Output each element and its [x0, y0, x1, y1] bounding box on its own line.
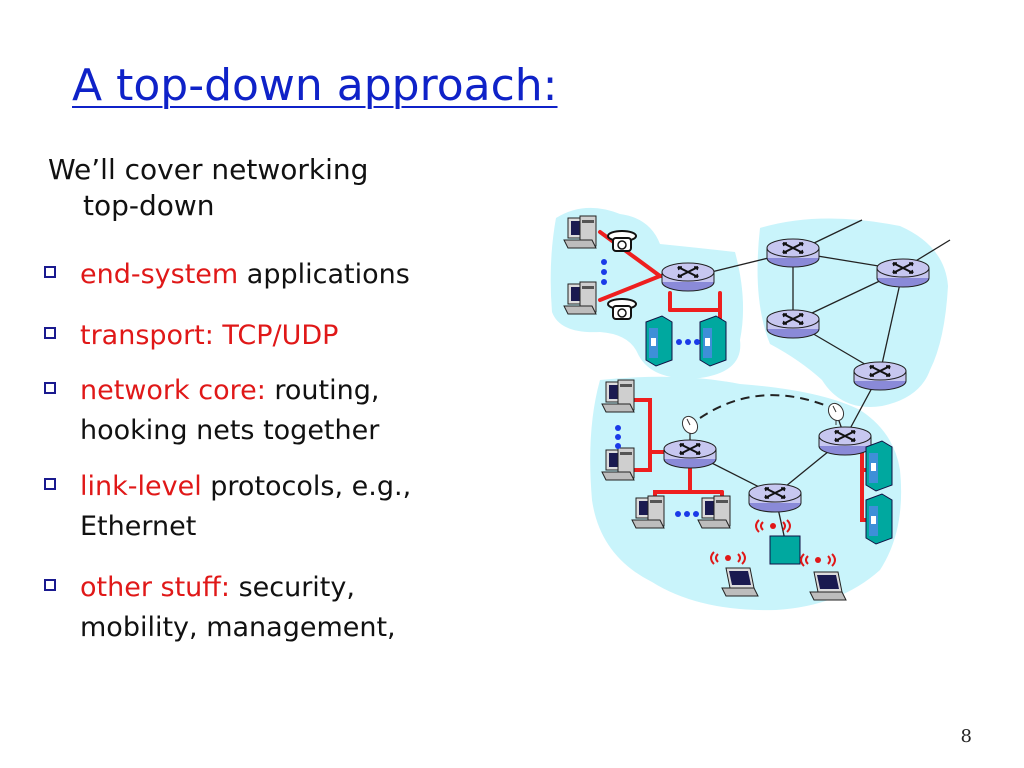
- bullet-network-core: network core: routing, hooking nets toge…: [44, 371, 484, 451]
- access-point-icon: [769, 535, 801, 565]
- home-network-region: [550, 207, 744, 379]
- page-number: 8: [960, 726, 972, 747]
- access-link: [598, 274, 662, 302]
- bullet-box-icon: [44, 382, 56, 394]
- telephone-icon: [607, 230, 637, 252]
- ellipsis-icon: [675, 511, 699, 517]
- slide-title: A top-down approach:: [72, 60, 558, 111]
- desktop-icon: [631, 495, 665, 529]
- router-icon: [748, 483, 802, 513]
- ellipsis-icon: [601, 259, 607, 285]
- bullet-text: protocols, e.g.,: [201, 471, 412, 502]
- bullet-text-line-2: Ethernet: [80, 511, 197, 542]
- server-icon: [699, 315, 727, 367]
- bullet-link-level: link-level protocols, e.g., Ethernet: [44, 467, 484, 547]
- router-icon: [818, 426, 872, 456]
- server-icon: [865, 493, 893, 545]
- link: [913, 239, 951, 263]
- bullet-text: routing,: [265, 375, 380, 406]
- bullet-highlight: transport: TCP/UDP: [80, 320, 339, 351]
- server-icon: [645, 315, 673, 367]
- intro-text: We’ll cover networking top-down: [48, 152, 368, 224]
- ellipsis-icon: [676, 339, 700, 345]
- bullet-box-icon: [44, 579, 56, 591]
- bullet-text: security,: [229, 572, 355, 603]
- bullet-box-icon: [44, 327, 56, 339]
- router-icon: [766, 309, 820, 339]
- bullet-box-icon: [44, 478, 56, 490]
- access-link: [623, 398, 652, 472]
- intro-line-2: top-down: [83, 189, 215, 222]
- satellite-link: [699, 394, 833, 419]
- bullet-text: applications: [238, 259, 410, 290]
- ellipsis-icon: [615, 425, 621, 449]
- bullet-highlight: end-system: [80, 259, 239, 290]
- desktop-icon: [563, 215, 597, 249]
- desktop-icon: [601, 447, 635, 481]
- telephone-icon: [607, 298, 637, 320]
- server-icon: [865, 440, 893, 492]
- router-icon: [876, 258, 930, 288]
- router-icon: [663, 439, 717, 469]
- router-icon: [853, 361, 907, 391]
- router-icon: [766, 238, 820, 268]
- bullet-text-line-2: hooking nets together: [80, 415, 380, 446]
- bullet-text-line-2: mobility, management,: [80, 612, 396, 643]
- bullet-transport: transport: TCP/UDP: [44, 316, 484, 356]
- link: [811, 219, 863, 245]
- router-icon: [661, 262, 715, 292]
- intro-line-1: We’ll cover networking: [48, 153, 369, 186]
- bullet-box-icon: [44, 266, 56, 278]
- desktop-icon: [601, 379, 635, 413]
- bullet-end-system: end-system applications: [44, 255, 484, 295]
- bullet-highlight: network core:: [80, 375, 266, 406]
- bullet-highlight: link-level: [80, 471, 202, 502]
- desktop-icon: [563, 281, 597, 315]
- bullet-highlight: other stuff:: [80, 572, 230, 603]
- bullet-other-stuff: other stuff: security, mobility, managem…: [44, 568, 484, 648]
- desktop-icon: [697, 495, 731, 529]
